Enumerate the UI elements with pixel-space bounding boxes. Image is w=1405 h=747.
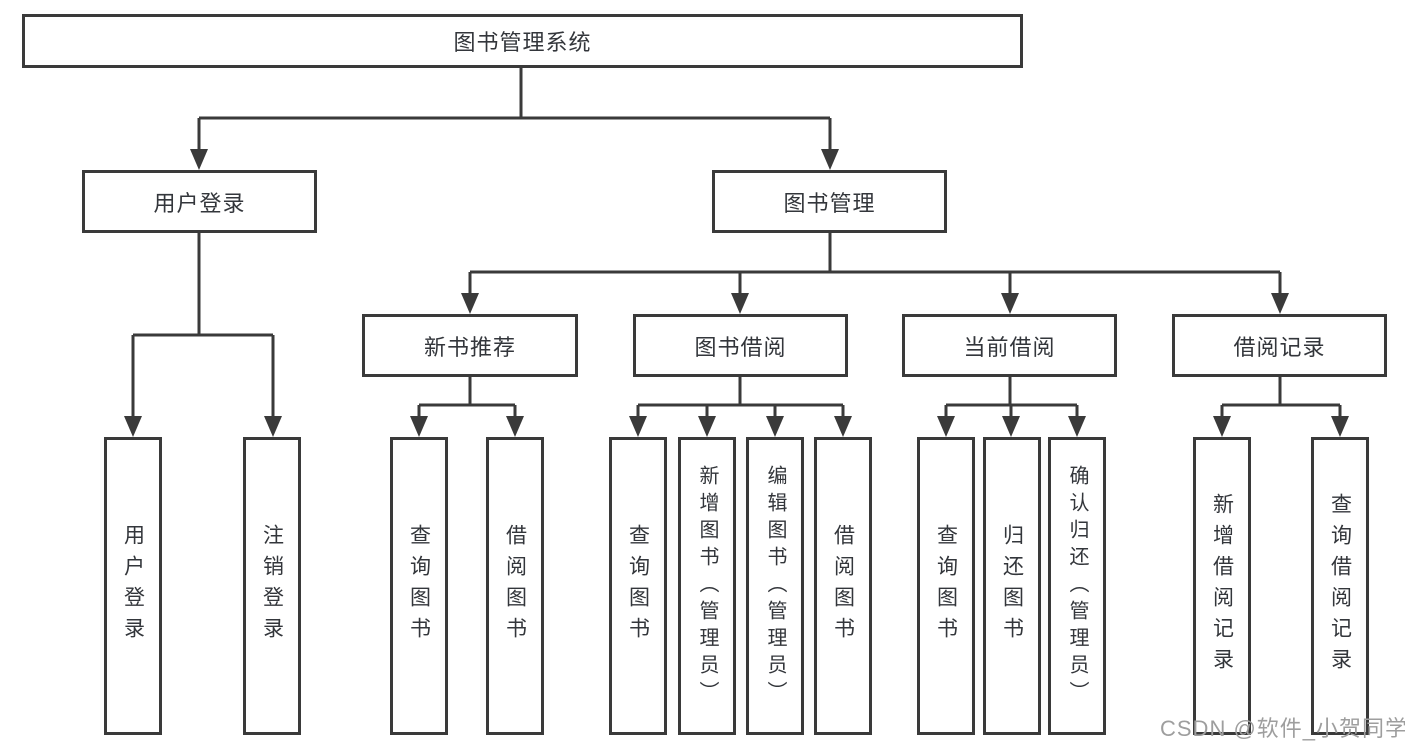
arrowhead	[821, 149, 839, 170]
arrowhead	[190, 149, 208, 170]
arrowhead	[1213, 416, 1231, 437]
node-label: 新增借阅记录	[1210, 493, 1234, 679]
arrowhead	[1068, 416, 1086, 437]
node-label: 借阅图书	[831, 524, 855, 648]
node-new-book-recommend: 新书推荐	[362, 314, 578, 377]
node-label: 用户登录	[121, 524, 145, 648]
leaf-query-books-current: 查询图书	[917, 437, 975, 735]
arrowhead	[698, 416, 716, 437]
leaf-add-borrow-record: 新增借阅记录	[1193, 437, 1251, 735]
leaf-confirm-return-admin: 确认归还（管理员）	[1048, 437, 1106, 735]
node-label: 归还图书	[1000, 524, 1024, 648]
leaf-query-borrow-record: 查询借阅记录	[1311, 437, 1369, 735]
arrowhead	[766, 416, 784, 437]
node-book-management: 图书管理	[712, 170, 947, 233]
connector-current-borrow-children	[937, 377, 1086, 437]
node-label: 图书管理	[783, 190, 876, 216]
leaf-return-books: 归还图书	[983, 437, 1041, 735]
leaf-user-login: 用户登录	[104, 437, 162, 735]
arrowhead	[1271, 293, 1289, 314]
arrowhead	[937, 416, 955, 437]
arrowhead	[1331, 416, 1349, 437]
node-label: 当前借阅	[963, 334, 1056, 360]
leaf-edit-book-admin: 编辑图书（管理员）	[746, 437, 804, 735]
arrowhead	[731, 293, 749, 314]
node-label: 编辑图书（管理员）	[764, 464, 786, 708]
leaf-logout: 注销登录	[243, 437, 301, 735]
arrowhead	[461, 293, 479, 314]
leaf-query-books-borrow: 查询图书	[609, 437, 667, 735]
connector-book-management-children	[461, 233, 1289, 314]
leaf-borrow-books: 借阅图书	[814, 437, 872, 735]
node-label: 查询图书	[626, 524, 650, 648]
node-label: 图书借阅	[694, 334, 787, 360]
node-label: 查询图书	[934, 524, 958, 648]
arrowhead	[1002, 416, 1020, 437]
leaf-borrow-books-recommend: 借阅图书	[486, 437, 544, 735]
node-label: 借阅记录	[1233, 334, 1326, 360]
node-label: 用户登录	[153, 190, 246, 216]
arrowhead	[124, 416, 142, 437]
node-label: 注销登录	[260, 524, 284, 648]
arrowhead	[264, 416, 282, 437]
arrowhead	[1001, 293, 1019, 314]
leaf-add-book-admin: 新增图书（管理员）	[678, 437, 736, 735]
node-label: 查询图书	[407, 524, 431, 648]
connector-borrow-records-children	[1213, 377, 1349, 437]
node-label: 新书推荐	[423, 334, 516, 360]
node-book-borrowing: 图书借阅	[633, 314, 848, 377]
node-current-borrowing: 当前借阅	[902, 314, 1117, 377]
connector-book-borrow-children	[629, 377, 852, 437]
node-borrowing-records: 借阅记录	[1172, 314, 1387, 377]
node-label: 确认归还（管理员）	[1066, 464, 1088, 708]
node-label: 图书管理系统	[453, 30, 592, 55]
node-label: 借阅图书	[503, 524, 527, 648]
node-label: 新增图书（管理员）	[696, 464, 718, 708]
node-library-management-system: 图书管理系统	[22, 14, 1023, 68]
arrowhead	[410, 416, 428, 437]
connector-user-login-children	[124, 233, 282, 437]
leaf-query-books-recommend: 查询图书	[390, 437, 448, 735]
node-user-login: 用户登录	[82, 170, 317, 233]
connector-new-book-children	[410, 377, 524, 437]
connector-root-to-level2	[190, 68, 839, 170]
node-label: 查询借阅记录	[1328, 493, 1352, 679]
arrowhead	[506, 416, 524, 437]
arrowhead	[629, 416, 647, 437]
arrowhead	[834, 416, 852, 437]
csdn-watermark: CSDN @软件_小贺同学	[1160, 716, 1405, 741]
